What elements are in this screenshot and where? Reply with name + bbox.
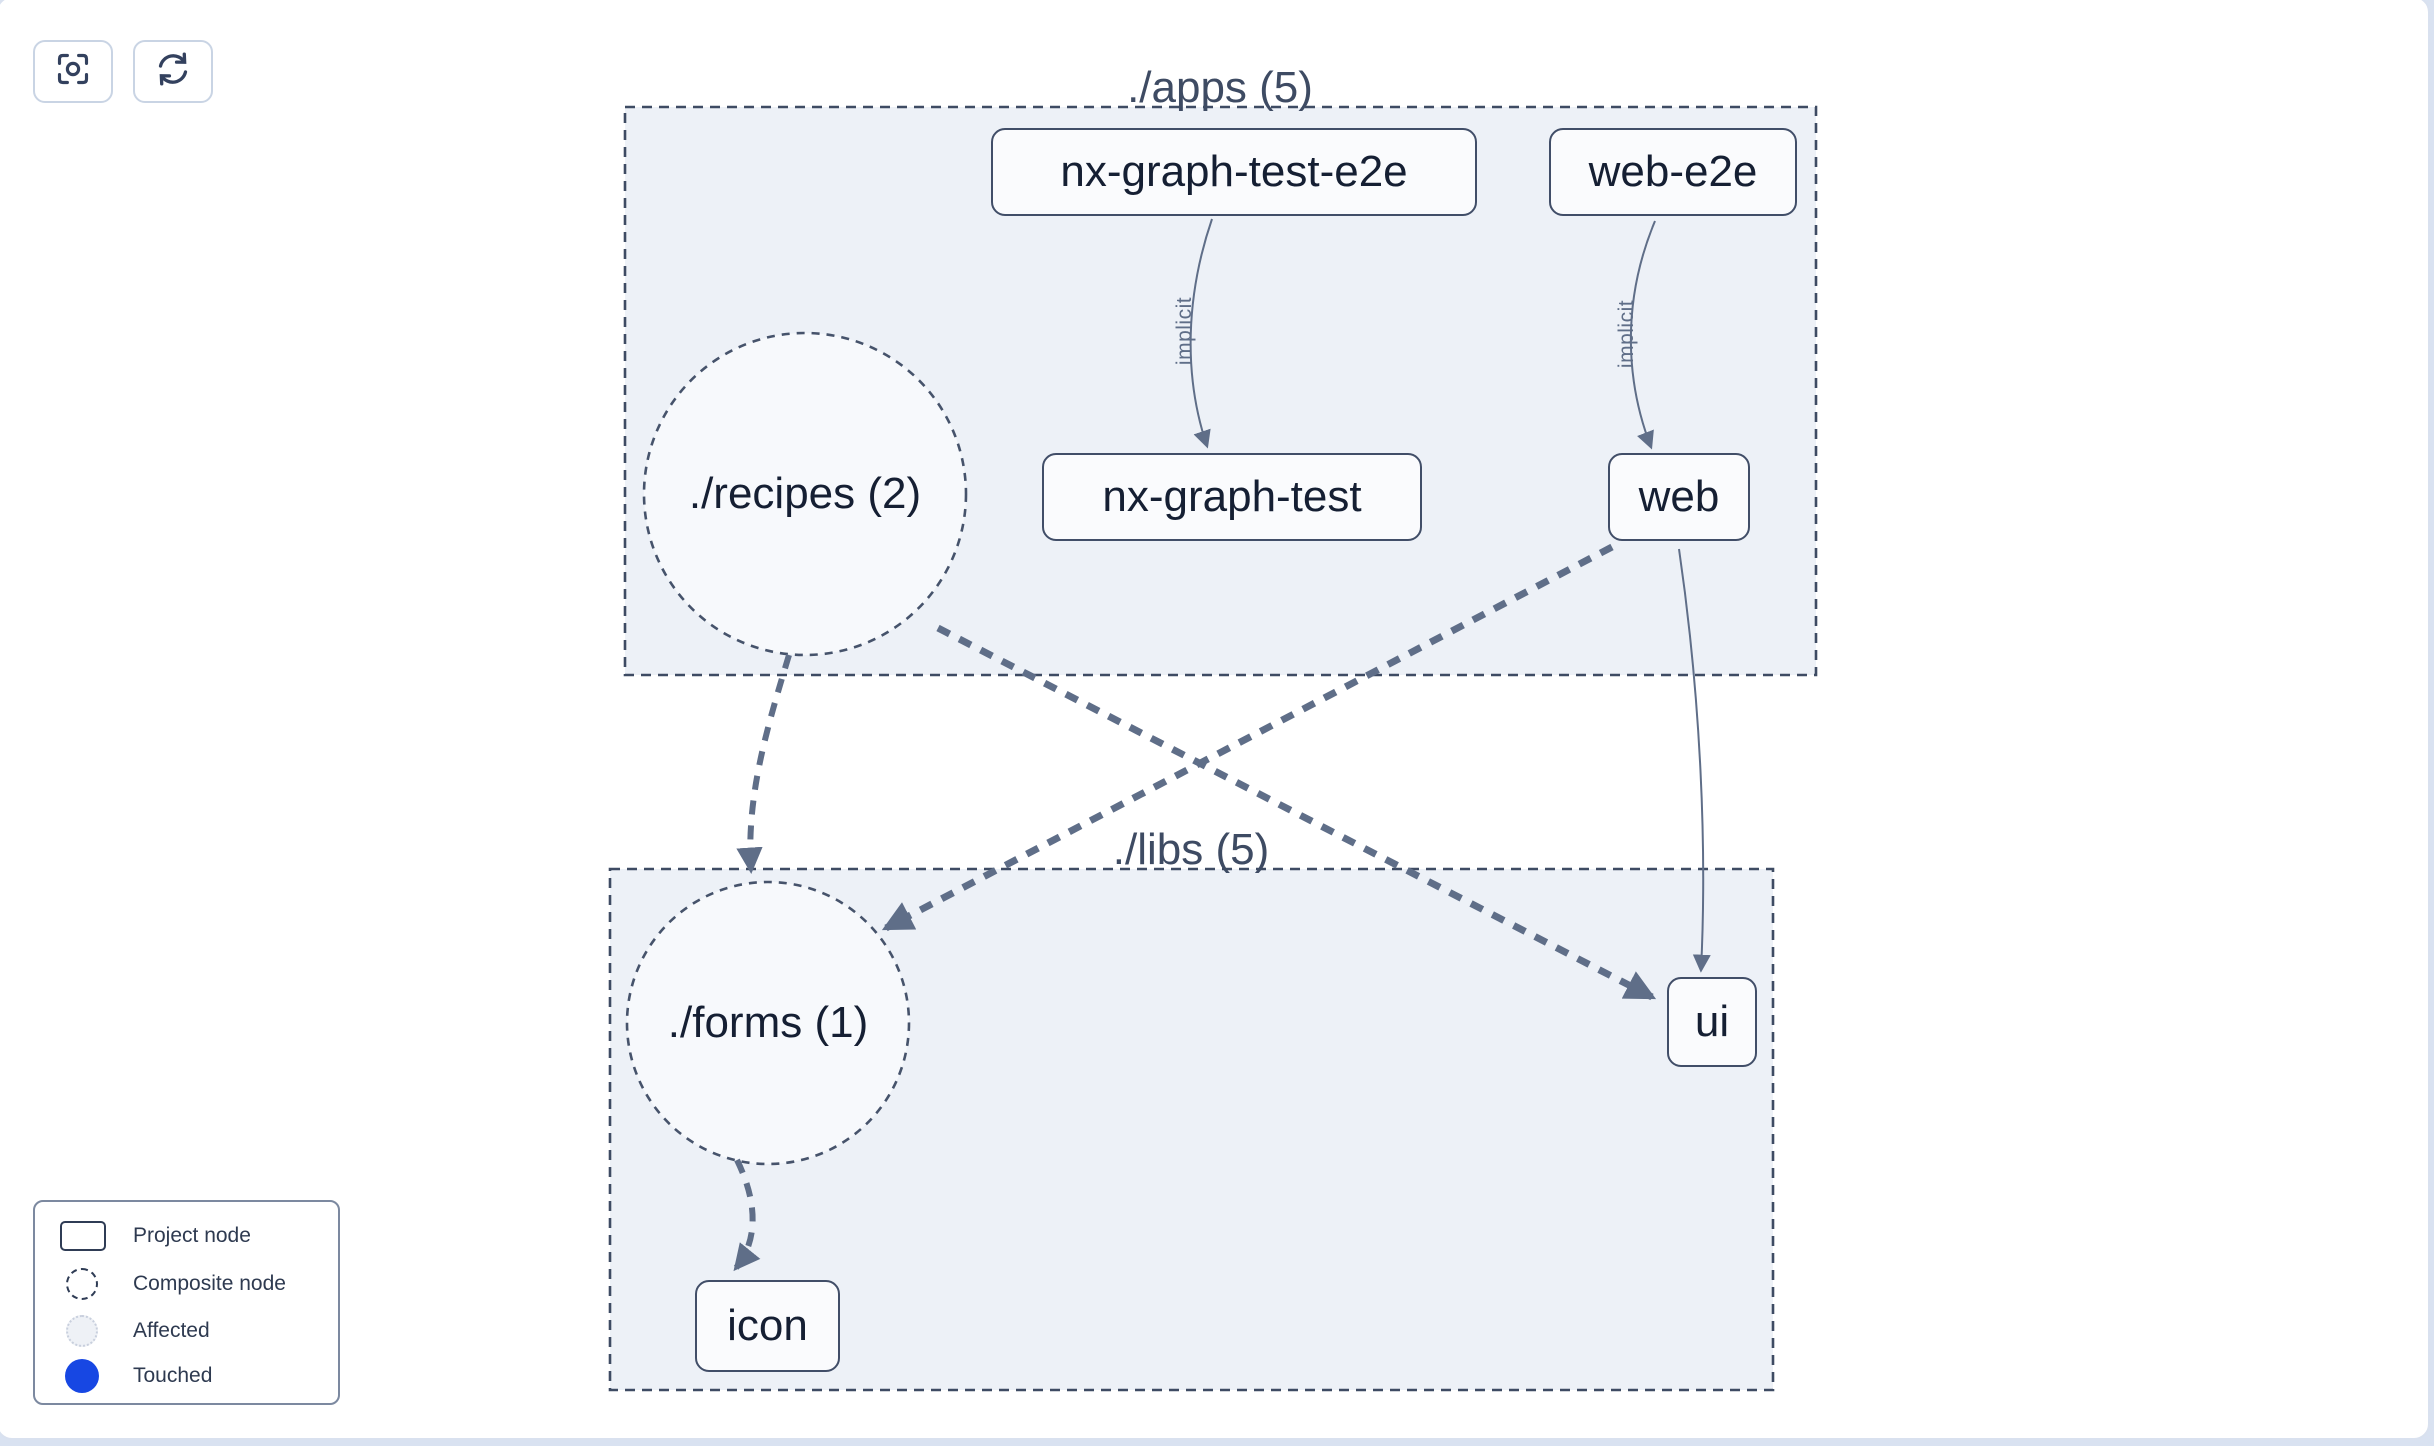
edge-web-to-forms [881, 543, 1614, 932]
composite-node-forms-label: ./forms (1) [667, 998, 869, 1047]
node-nx-graph-test[interactable]: nx-graph-test [1042, 453, 1422, 541]
node-web-e2e[interactable]: web-e2e [1549, 128, 1797, 216]
edge-forms-to-icon [733, 1158, 761, 1272]
legend-label: Project node [133, 1224, 251, 1247]
edge-label-implicit: implicit [1173, 296, 1196, 366]
cluster-apps-title: ./apps (5) [1127, 63, 1313, 112]
affected-swatch [66, 1315, 98, 1347]
legend-item-composite-node: Composite node [35, 1267, 338, 1301]
composite-node-recipes[interactable]: ./recipes (2) [644, 333, 966, 655]
legend-item-affected: Affected [35, 1314, 338, 1348]
edge-web-to-ui [1678, 548, 1711, 973]
edge-label-implicit: implicit [1615, 299, 1638, 369]
focus-button[interactable] [33, 40, 113, 103]
legend-label: Touched [133, 1364, 213, 1387]
composite-node-forms-circle[interactable] [625, 880, 911, 1166]
edge-recipes-to-forms [736, 654, 792, 874]
project-node-swatch [60, 1221, 106, 1251]
touched-swatch [65, 1359, 99, 1393]
node-nx-graph-test-e2e[interactable]: nx-graph-test-e2e [991, 128, 1477, 216]
node-label: web [1638, 472, 1720, 521]
legend-item-touched: Touched [35, 1359, 338, 1393]
legend: Project node Composite node Affected Tou… [33, 1200, 340, 1405]
node-icon[interactable]: icon [695, 1280, 840, 1372]
edge-nx-graph-test-e2e-to-nx-graph-test [1189, 218, 1213, 449]
node-label: web-e2e [1588, 147, 1758, 196]
composite-node-forms[interactable]: ./forms (1) [627, 882, 909, 1164]
legend-item-project-node: Project node [35, 1219, 338, 1253]
composite-node-recipes-label: ./recipes (2) [688, 469, 922, 518]
composite-node-recipes-circle[interactable] [642, 331, 968, 657]
composite-node-swatch [66, 1268, 98, 1300]
node-ui[interactable]: ui [1667, 977, 1757, 1067]
node-web[interactable]: web [1608, 453, 1750, 541]
focus-icon [55, 51, 91, 92]
refresh-icon [154, 50, 192, 93]
node-label: ui [1694, 997, 1730, 1046]
refresh-button[interactable] [133, 40, 213, 103]
edge-web-e2e-to-web [1629, 220, 1656, 450]
cluster-libs-title: ./libs (5) [1112, 825, 1270, 874]
node-label: nx-graph-test-e2e [1060, 147, 1408, 196]
legend-label: Affected [133, 1319, 210, 1342]
node-label: nx-graph-test [1102, 472, 1362, 521]
legend-label: Composite node [133, 1272, 286, 1295]
node-label: icon [727, 1301, 808, 1350]
